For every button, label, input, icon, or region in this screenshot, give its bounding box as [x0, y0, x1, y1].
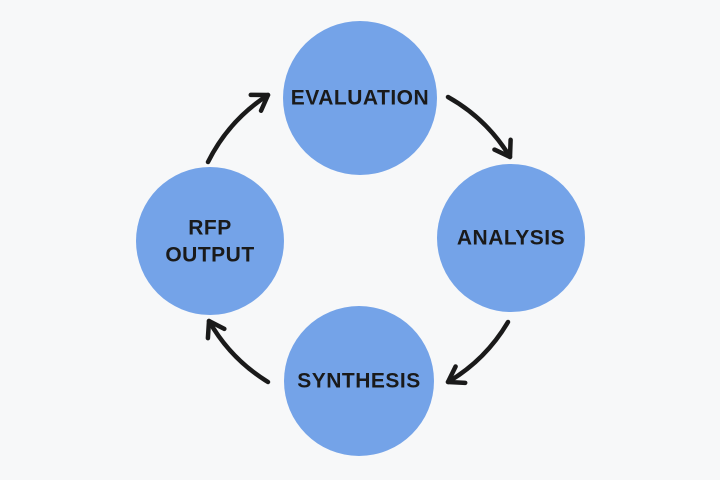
arrow-synthesis-to-rfp-output [205, 318, 271, 385]
node-rfp-output: RFP OUTPUT [136, 167, 284, 315]
arrow-evaluation-to-analysis [445, 94, 513, 160]
node-analysis-label: ANALYSIS [457, 227, 565, 250]
node-rfp-output-label-line2: OUTPUT [165, 244, 254, 267]
node-rfp-output-circle [136, 167, 284, 315]
arrow-analysis-to-synthesis [445, 319, 511, 386]
node-evaluation: EVALUATION [283, 21, 437, 175]
node-analysis-circle [437, 164, 585, 312]
arrow-rfp-output-to-evaluation [205, 92, 271, 165]
node-synthesis-label: SYNTHESIS [297, 370, 421, 393]
node-evaluation-circle [283, 21, 437, 175]
node-synthesis: SYNTHESIS [284, 306, 434, 456]
node-synthesis-circle [284, 306, 434, 456]
node-analysis: ANALYSIS [437, 164, 585, 312]
node-evaluation-label: EVALUATION [291, 87, 429, 110]
node-rfp-output-label-line1: RFP [188, 217, 232, 240]
